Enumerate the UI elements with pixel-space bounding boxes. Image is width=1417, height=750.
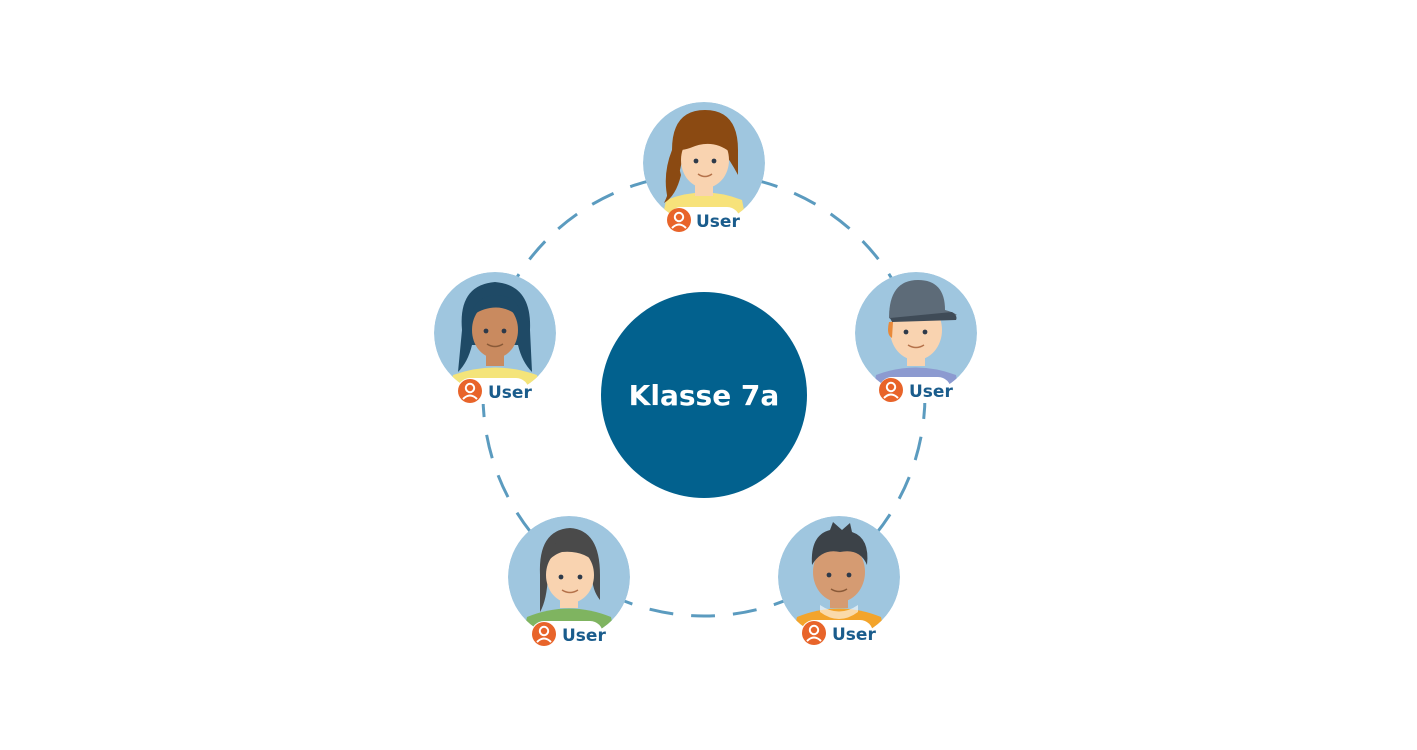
user-badge-icon: [667, 208, 691, 232]
user-node[interactable]: User: [778, 516, 900, 650]
user-badge: User: [801, 620, 876, 646]
user-badge: User: [457, 378, 532, 404]
user-label: User: [832, 625, 876, 645]
user-label: User: [696, 212, 740, 232]
class-node[interactable]: Klasse 7a: [601, 292, 807, 498]
user-badge: User: [879, 377, 953, 403]
user-node[interactable]: User: [434, 272, 556, 410]
user-badge-icon: [802, 621, 826, 645]
user-badge-icon: [879, 378, 903, 402]
user-label: User: [909, 382, 953, 402]
user-badge: User: [531, 621, 606, 647]
class-node-circle: [601, 292, 807, 498]
user-badge-icon: [458, 379, 482, 403]
class-node-label: Klasse 7a: [629, 379, 780, 412]
user-badge-icon: [532, 622, 556, 646]
user-badge: User: [667, 207, 740, 233]
user-label: User: [488, 383, 532, 403]
user-node[interactable]: User: [855, 272, 977, 410]
user-node[interactable]: User: [508, 516, 630, 650]
user-label: User: [562, 626, 606, 646]
user-node[interactable]: User: [643, 102, 765, 240]
